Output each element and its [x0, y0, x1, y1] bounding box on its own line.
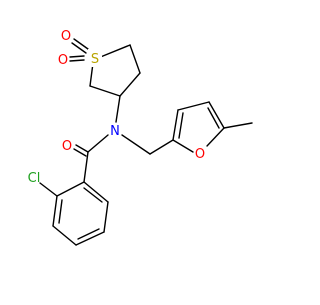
sulfolane-ring: [89, 44, 141, 97]
bond-c4-n: [115, 95, 121, 123]
bond-b4-b5: [75, 231, 105, 246]
nitrogen-bonds: [87, 95, 174, 155]
bond-f5-o: [206, 127, 225, 147]
bond-c4-c5: [89, 85, 121, 97]
bond-n-ch2: [121, 134, 151, 155]
bond-c2-c3: [129, 44, 141, 74]
bond-b2-cl: [39, 182, 58, 197]
bond-s-o-left-a: [69, 55, 85, 58]
bond-n-carbonyl: [87, 134, 109, 153]
bond-b6-b1: [83, 181, 109, 203]
bond-s-o-left-b: [69, 59, 85, 62]
sulfonyl-oxygen-left-label: O: [58, 53, 68, 68]
structure-canvas: S O O N O O Cl: [28, 29, 253, 246]
bond-s-c2: [97, 44, 131, 59]
sulfur-label: S: [91, 52, 99, 67]
bond-b4-b5-inner: [77, 228, 100, 240]
sulfur-label-bg: [88, 49, 102, 67]
amide-nitrogen-label: N: [110, 124, 120, 139]
chlorine-label: Cl: [28, 171, 41, 186]
bond-ch2-furan: [149, 139, 174, 155]
bond-b2-b3: [52, 195, 58, 227]
bond-o-f2: [172, 139, 194, 153]
atom-labels: S O O N O O Cl: [28, 29, 205, 186]
sulfonyl-oxygen-upper-label: O: [61, 29, 71, 44]
bond-c3-c4: [119, 72, 141, 97]
bond-b3-b4: [52, 225, 77, 246]
furan-ring: [172, 101, 253, 153]
bond-b6-b1-inner: [83, 187, 103, 203]
benzene-ring: [39, 181, 109, 246]
bond-f4-f5-inner: [207, 107, 220, 129]
carbonyl-group: [73, 144, 89, 183]
bond-f2-f3-inner: [178, 112, 184, 139]
furan-oxygen-label: O: [195, 147, 205, 162]
bond-f2-f3: [172, 109, 179, 141]
bond-f5-methyl: [223, 122, 253, 129]
bond-s-o-upper-a: [73, 38, 89, 50]
bond-s-o-upper-b: [71, 42, 87, 54]
bond-c-o-b: [73, 148, 87, 157]
carbonyl-oxygen-label: O: [62, 139, 72, 154]
molecule-structure: S O O N O O Cl: [28, 29, 253, 246]
bond-f3-f4: [177, 101, 210, 111]
bond-b2-b3-inner: [58, 199, 63, 224]
bond-f4-f5: [208, 101, 225, 129]
sulfonyl-bonds: [69, 38, 89, 62]
bond-b1-b2: [56, 181, 85, 197]
bond-carbonyl-ring: [83, 151, 89, 183]
bond-c-o-a: [75, 144, 89, 153]
bond-b5-b6: [103, 201, 109, 233]
